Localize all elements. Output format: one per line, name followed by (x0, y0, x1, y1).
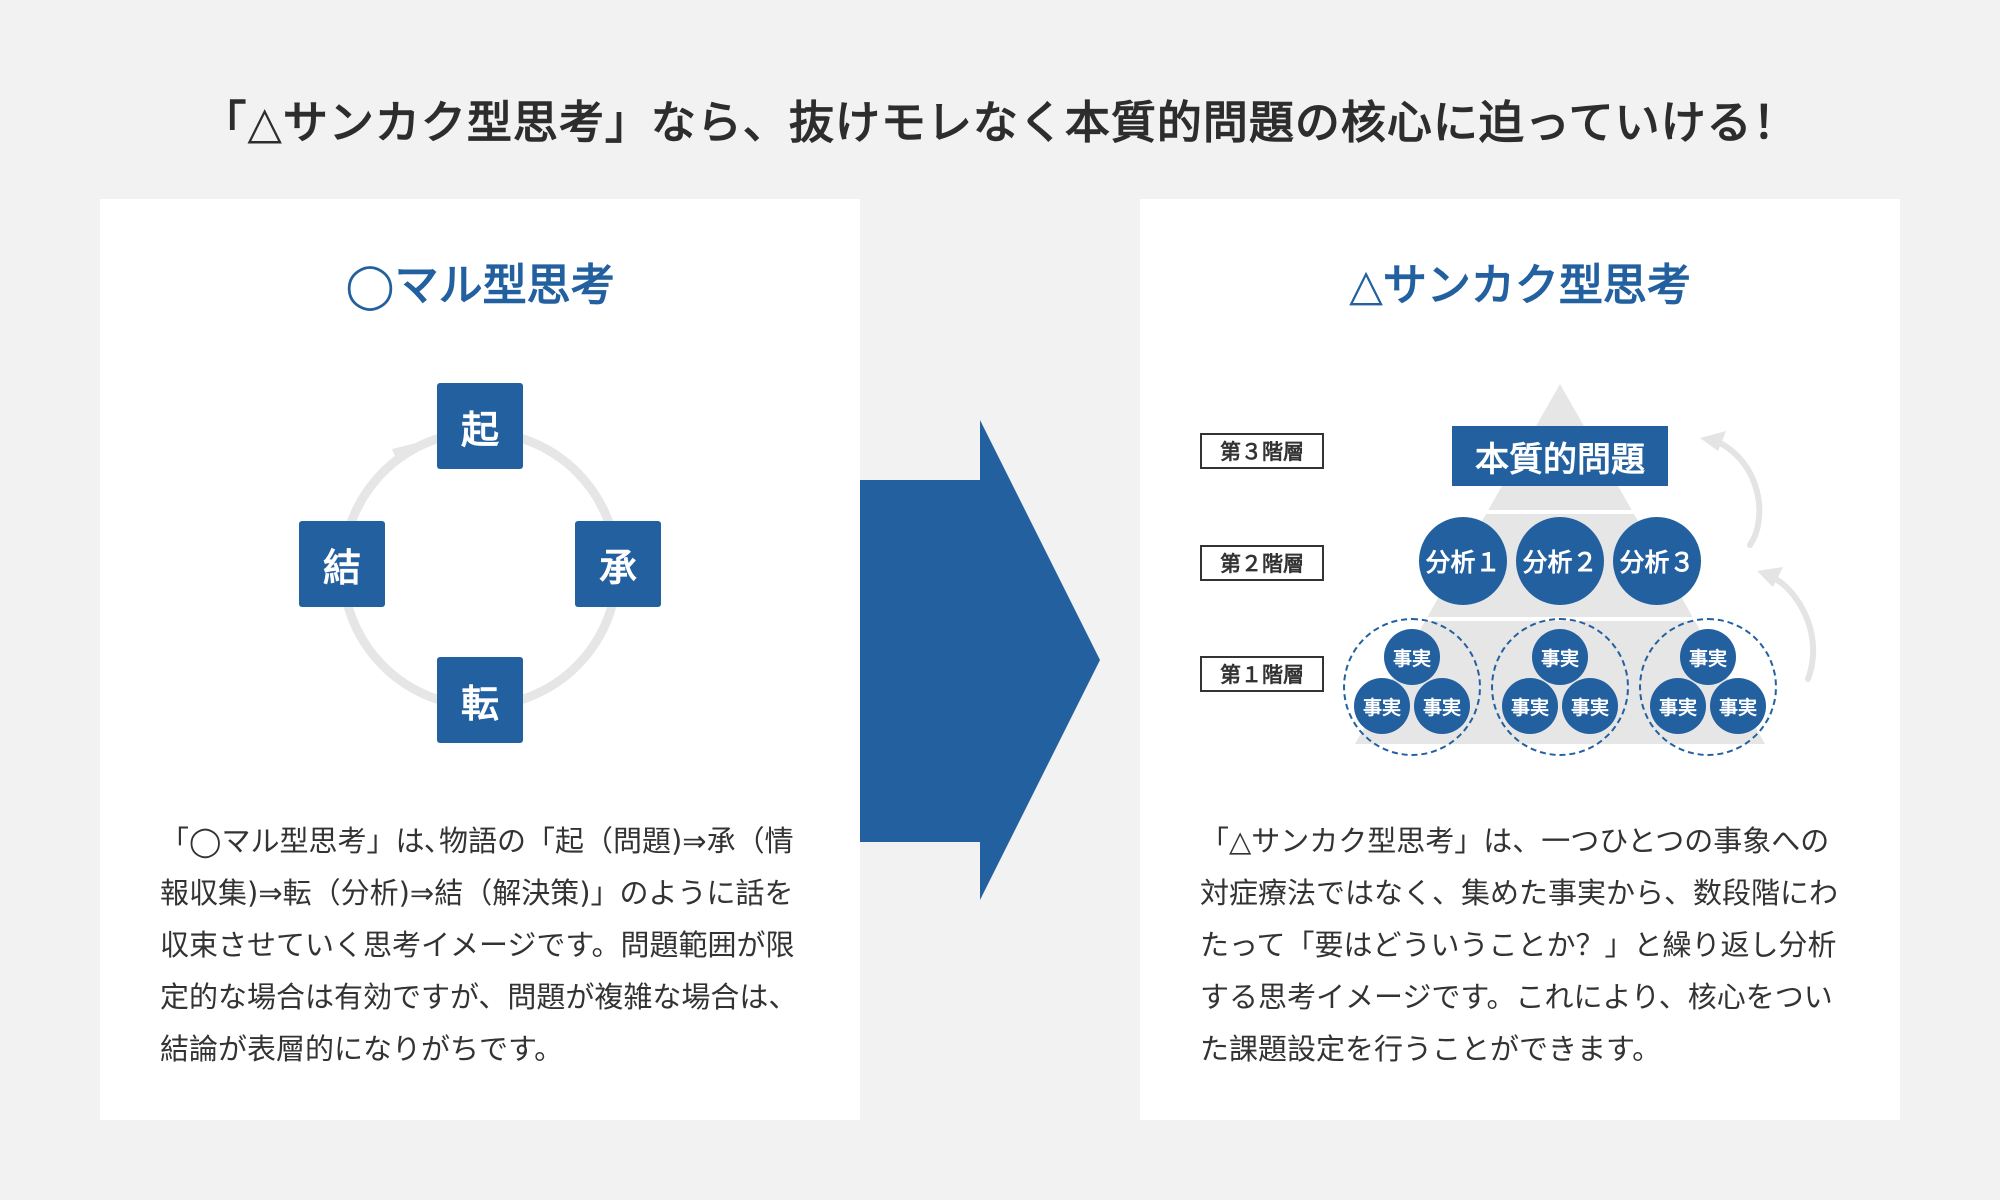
fact-circle: 事実 (1414, 678, 1470, 734)
fact-circle: 事実 (1680, 629, 1736, 685)
fact-circle: 事実 (1532, 629, 1588, 685)
fact-circle: 事実 (1650, 678, 1706, 734)
layer-label-1: 第１階層 (1200, 656, 1324, 692)
layer-label-2: 第２階層 (1200, 545, 1324, 581)
step-ketsu: 結 (299, 521, 385, 607)
sankaku-thinking-panel: △サンカク型思考 第３階層 第２階層 第１階層 本質的問題 分析１ 分析２ 分析… (1140, 199, 1900, 1120)
sankaku-thinking-description: 「△サンカク型思考」は、一つひとつの事象への対症療法ではなく、集めた事実から、数… (1200, 824, 1839, 1066)
fact-group-2 (1491, 618, 1629, 756)
return-arrow-lower (1769, 574, 1817, 682)
maru-thinking-panel: ◯マル型思考 起 承 転 結 「◯マル型思考」は､物語の「起（問題)⇒承（情報収… (100, 199, 860, 1120)
sankaku-thinking-title: △サンカク型思考 (1349, 260, 1691, 311)
fact-circle: 事実 (1562, 678, 1618, 734)
step-ten: 転 (437, 657, 523, 743)
step-ki: 起 (437, 383, 523, 469)
essential-problem-box: 本質的問題 (1452, 426, 1668, 486)
fact-circle: 事実 (1354, 678, 1410, 734)
return-arrowhead-upper (1700, 431, 1726, 451)
analysis-circle-3: 分析３ (1613, 517, 1701, 605)
fact-circle: 事実 (1384, 629, 1440, 685)
layer-label-3: 第３階層 (1200, 433, 1324, 469)
fact-group-1 (1343, 618, 1481, 756)
fact-circle: 事実 (1710, 678, 1766, 734)
headline: 「△サンカク型思考」なら、抜けモレなく本質的問題の核心に迫っていける！ (201, 96, 1799, 149)
cycle-arrowhead (392, 443, 416, 461)
step-sho: 承 (575, 521, 661, 607)
fact-group-3 (1639, 618, 1777, 756)
analysis-circle-2: 分析２ (1516, 517, 1604, 605)
maru-thinking-description: 「◯マル型思考」は､物語の「起（問題)⇒承（情報収集)⇒転（分析)⇒結（解決策)… (160, 824, 798, 1066)
big-arrow-shape (860, 420, 1100, 900)
return-arrowhead-lower (1757, 567, 1783, 587)
analysis-circle-1: 分析１ (1419, 517, 1507, 605)
return-arrow-upper (1711, 437, 1763, 548)
maru-thinking-title: ◯マル型思考 (345, 260, 615, 311)
fact-circle: 事実 (1502, 678, 1558, 734)
